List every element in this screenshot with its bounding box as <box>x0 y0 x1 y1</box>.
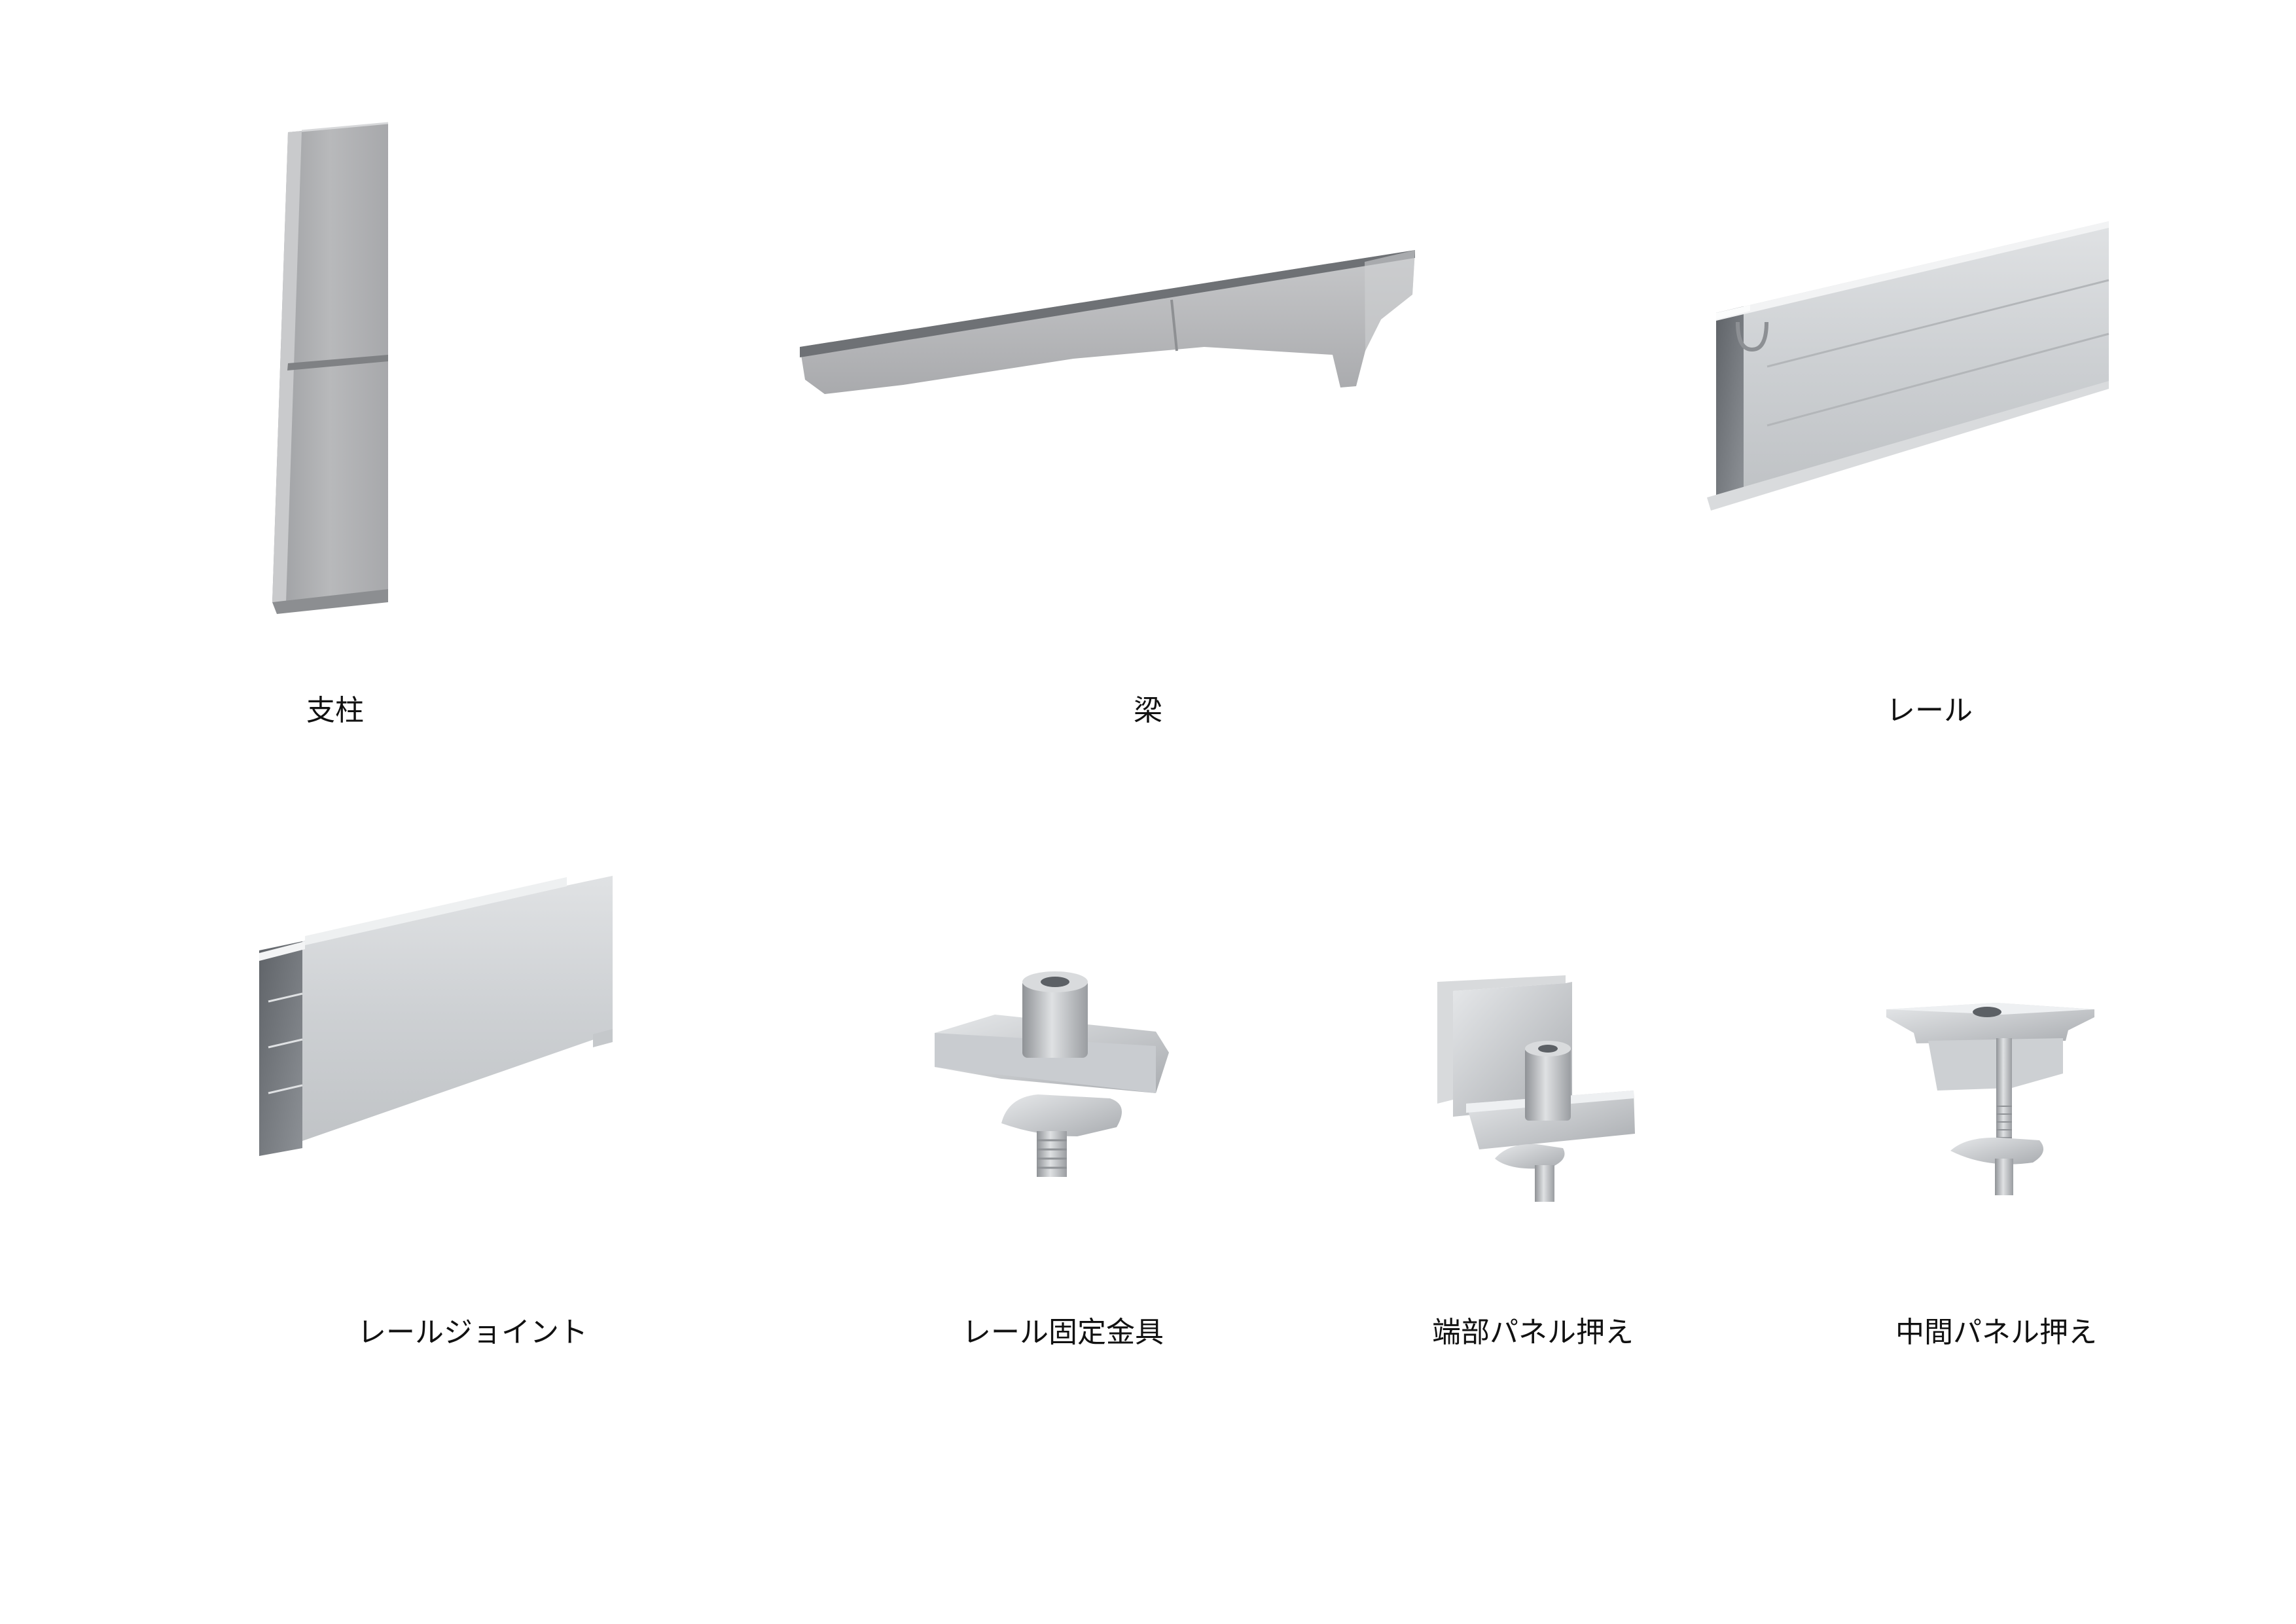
product-label-beam: 梁 <box>1134 694 1162 727</box>
mid-panel-clamp-illustration <box>1886 1003 2094 1195</box>
product-label-end-panel-clamp: 端部パネル押え <box>1432 1316 1634 1349</box>
product-label-rail-fixing-bracket: レール固定金具 <box>962 1316 1164 1349</box>
rail-illustration <box>1707 221 2109 511</box>
product-label-rail: レール <box>1886 694 1973 727</box>
product-label-post: 支柱 <box>306 694 364 727</box>
product-label-mid-panel-clamp: 中間パネル押え <box>1895 1316 2097 1349</box>
beam-illustration <box>800 250 1415 394</box>
post-illustration <box>272 122 389 614</box>
rail-joint-illustration <box>259 876 613 1156</box>
rail-fixing-bracket-illustration <box>935 971 1169 1177</box>
end-panel-clamp-illustration <box>1437 975 1635 1202</box>
product-label-rail-joint: レールジョイント <box>357 1316 588 1349</box>
